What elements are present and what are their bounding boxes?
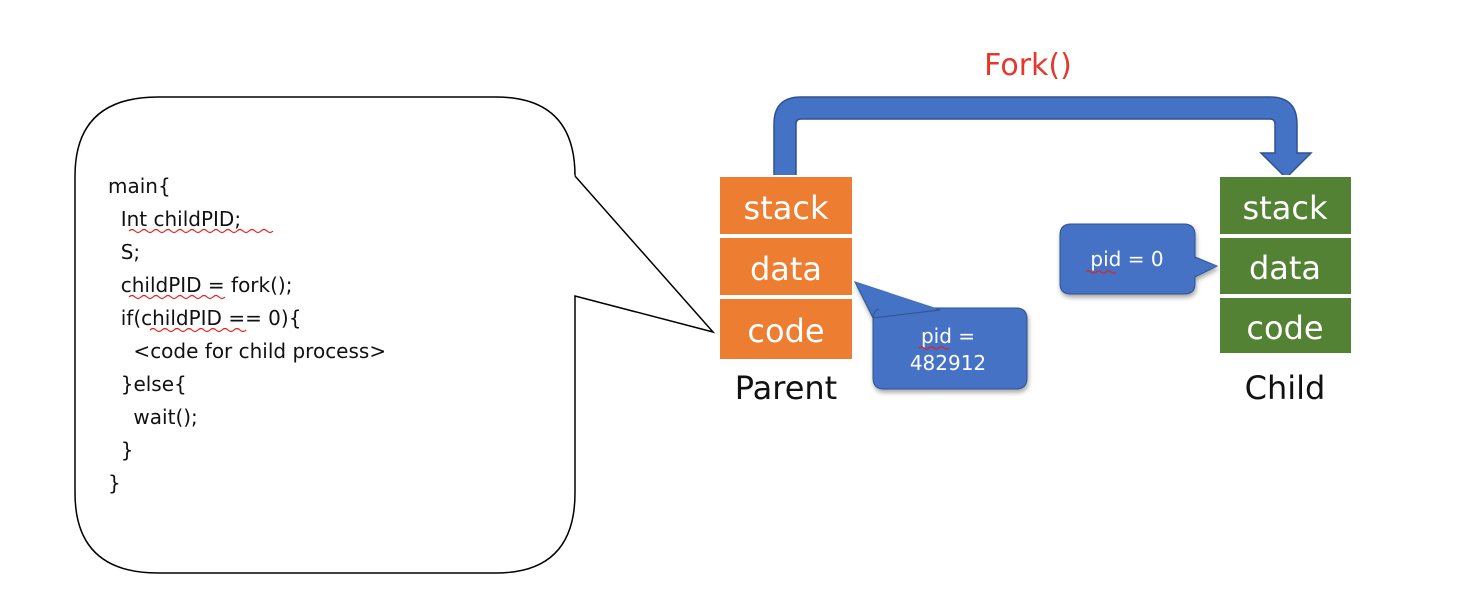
- fork-arrow: [773, 96, 1313, 180]
- diagram-title: Fork(): [984, 48, 1072, 83]
- code-line: childPID = fork();: [108, 273, 292, 297]
- spellcheck-underline: [128, 294, 226, 300]
- parent-code-label: code: [747, 312, 824, 350]
- code-speech-bubble: [74, 96, 576, 574]
- parent-data-label: data: [750, 250, 822, 288]
- spellcheck-underline: [1085, 270, 1117, 274]
- code-line: <code for child process>: [108, 339, 386, 363]
- child-stack-label: stack: [1243, 189, 1328, 227]
- parent-pid-line1: pid =: [921, 324, 975, 348]
- code-listing: main{ Int childPID; S; childPID = fork()…: [108, 174, 386, 495]
- parent-stack-label: stack: [744, 189, 829, 227]
- callout-tail-fill: [855, 282, 938, 309]
- child-label: Child: [1245, 369, 1326, 407]
- code-line: }: [108, 471, 121, 495]
- spellcheck-underline: [128, 228, 274, 234]
- spellcheck-underline: [918, 346, 950, 350]
- child-stack-segment: [1218, 175, 1353, 236]
- code-line: if(childPID == 0){: [108, 306, 301, 330]
- code-line: }else{: [108, 372, 187, 396]
- child-data-segment: [1218, 236, 1353, 296]
- callout-tail-fill: [1194, 258, 1217, 276]
- spellcheck-underline: [149, 327, 247, 333]
- child-pid-text: pid = 0: [1090, 247, 1163, 271]
- code-line: main{: [108, 174, 171, 198]
- code-line: Int childPID;: [108, 207, 241, 231]
- parent-process: stack data code Parent: [718, 175, 854, 407]
- parent-data-segment: [718, 236, 854, 297]
- bubble-tail-outline: [574, 175, 716, 334]
- child-data-label: data: [1249, 249, 1321, 287]
- code-line: S;: [108, 240, 140, 264]
- parent-stack-segment: [718, 175, 854, 236]
- child-process: stack data code Child: [1218, 175, 1353, 407]
- child-code-label: code: [1246, 309, 1323, 347]
- parent-label: Parent: [735, 369, 837, 407]
- child-code-segment: [1218, 296, 1353, 355]
- child-pid-callout: [1059, 223, 1219, 295]
- parent-pid-line2: 482912: [910, 351, 986, 375]
- parent-code-segment: [718, 297, 854, 361]
- code-line: wait();: [108, 405, 198, 429]
- code-line: }: [108, 438, 133, 462]
